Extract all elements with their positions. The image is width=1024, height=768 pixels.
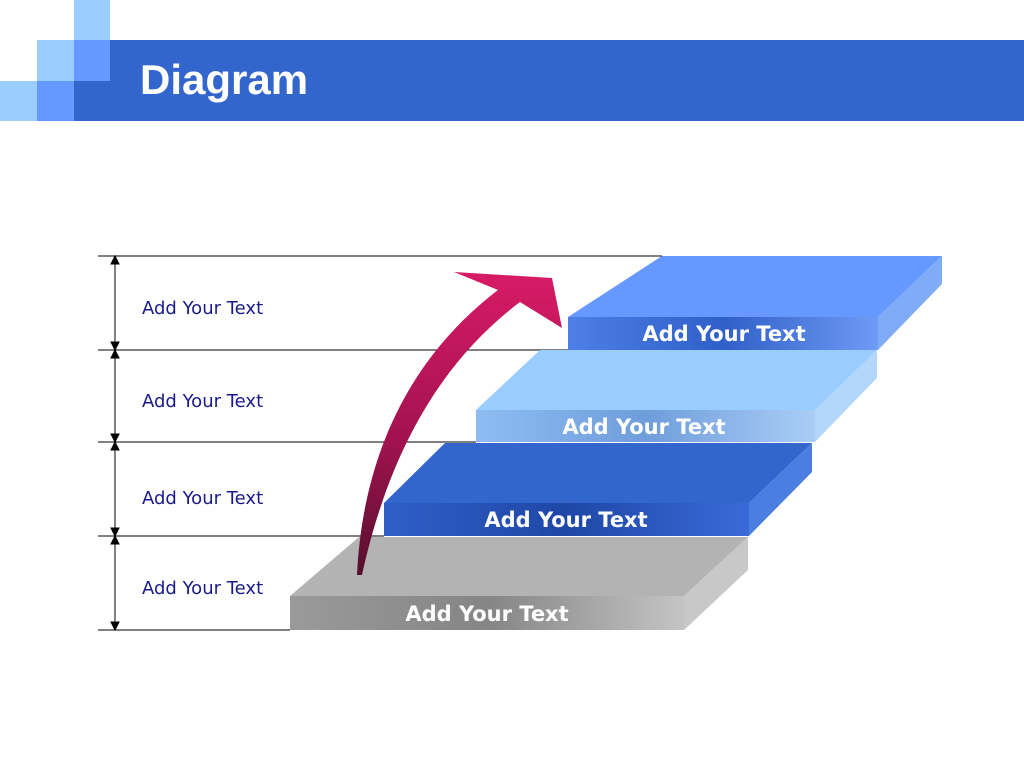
step-3-front [384, 503, 749, 536]
deco-square-overlap [74, 40, 110, 81]
step-2: Add Your Text [476, 350, 877, 442]
dimension-arrow-2 [110, 348, 120, 444]
level-label-4: Add Your Text [142, 578, 264, 599]
deco-square-bottom-left [0, 81, 37, 121]
level-label-1: Add Your Text [142, 298, 264, 319]
step-2-front [476, 410, 815, 442]
level-label-3: Add Your Text [142, 488, 264, 509]
step-1-top [568, 256, 942, 317]
level-label-2: Add Your Text [142, 391, 264, 412]
step-2-text: Add Your Text [562, 415, 725, 439]
dimension-arrow-3 [110, 440, 120, 538]
step-1: Add Your Text [568, 256, 942, 350]
deco-square-top [74, 0, 110, 40]
step-4: Add Your Text [290, 537, 748, 630]
step-2-side [815, 350, 877, 442]
step-1-text: Add Your Text [642, 322, 805, 346]
deco-square-bottom [37, 81, 74, 121]
step-4-front [290, 596, 684, 630]
growth-arrow [357, 272, 562, 575]
step-4-side [684, 537, 748, 630]
step-3: Add Your Text [384, 443, 812, 536]
dimension-arrow-4 [110, 534, 120, 632]
step-1-front [568, 317, 878, 350]
step-3-side [749, 443, 812, 536]
step-3-text: Add Your Text [484, 508, 647, 532]
step-1-side [878, 256, 942, 350]
step-2-top [476, 350, 877, 410]
dimension-arrow-1 [110, 254, 120, 352]
step-4-text: Add Your Text [405, 602, 568, 626]
slide-title: Diagram [140, 56, 309, 103]
step-4-top [290, 537, 748, 596]
deco-square-left [37, 40, 74, 81]
step-3-top [384, 443, 812, 503]
title-bar [74, 40, 1024, 121]
